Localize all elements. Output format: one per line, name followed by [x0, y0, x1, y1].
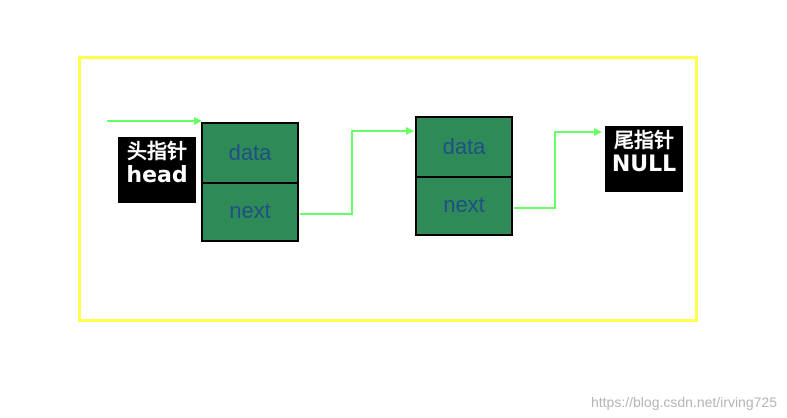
head-pointer-name: head: [126, 163, 188, 188]
node-data-cell: data: [417, 118, 511, 178]
tail-pointer-label: 尾指针 NULL: [605, 126, 683, 192]
list-node-2: data next: [415, 116, 513, 236]
tail-pointer-value: NULL: [611, 152, 677, 177]
head-pointer-label: 头指针 head: [118, 137, 196, 203]
node-data-cell: data: [203, 124, 297, 184]
list-node-1: data next: [201, 122, 299, 242]
watermark-url: https://blog.csdn.net/irving725: [590, 394, 777, 410]
diagram-frame: [78, 56, 698, 322]
node-next-cell: next: [443, 192, 485, 217]
node-next-cell: next: [229, 198, 271, 223]
tail-pointer-title: 尾指针: [614, 128, 674, 152]
head-pointer-title: 头指针: [127, 139, 187, 163]
